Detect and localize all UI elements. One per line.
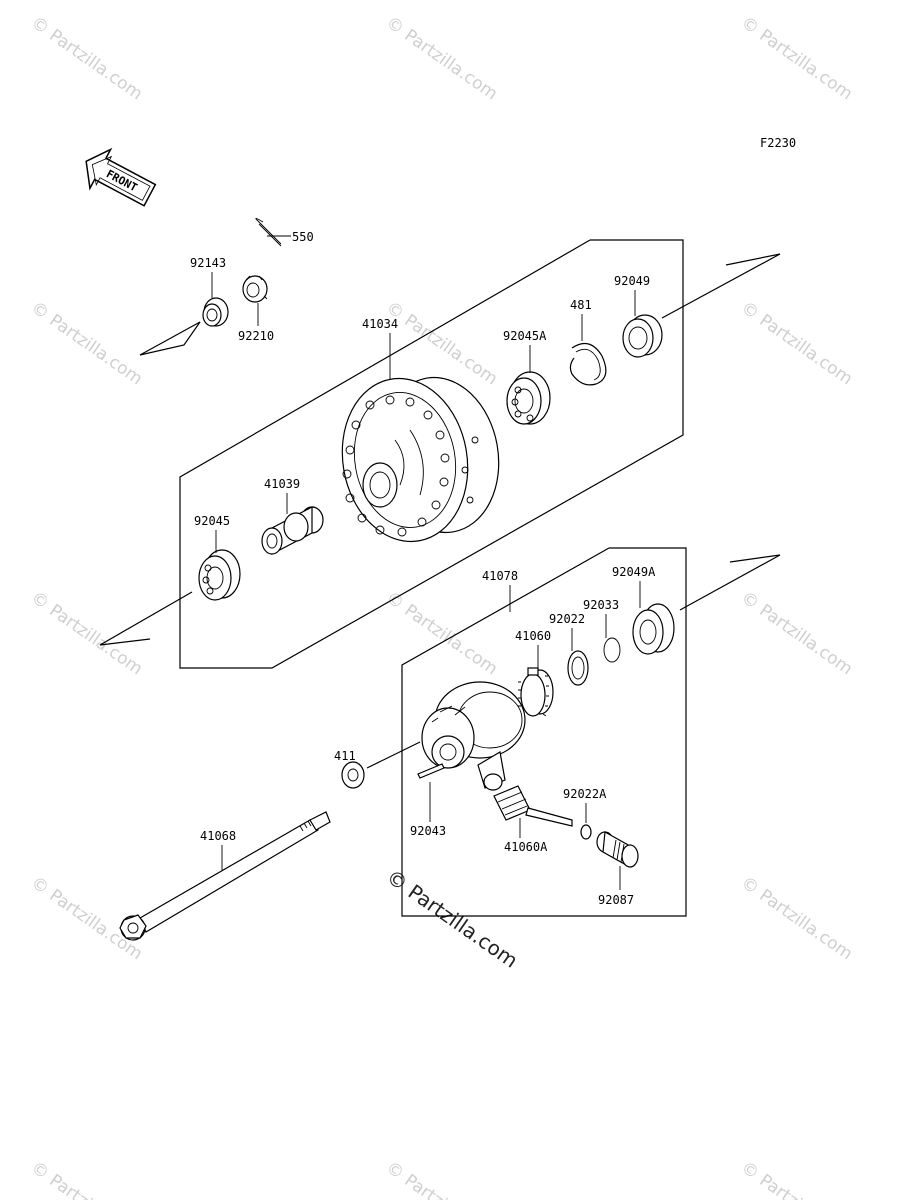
label-41039: 41039 [264, 477, 300, 491]
label-41034: 41034 [362, 317, 398, 331]
label-92043: 92043 [410, 824, 446, 838]
label-92143: 92143 [190, 256, 226, 270]
lower-assembly-outline [401, 547, 687, 917]
bushing-92087 [596, 831, 639, 868]
figure-code: F2230 [760, 136, 796, 150]
watermark: © Partzilla.com [737, 13, 856, 105]
axis-line [729, 554, 781, 563]
watermark: © Partzilla.com [737, 588, 856, 680]
label-41060A: 41060A [504, 840, 548, 854]
washer-92022A [580, 824, 592, 840]
axle-41068 [119, 811, 331, 941]
washer-92022 [567, 650, 589, 686]
watermark: © Partzilla.com [382, 1158, 501, 1200]
label-92087: 92087 [598, 893, 634, 907]
watermark: © Partzilla.com [382, 13, 501, 105]
label-92045: 92045 [194, 514, 230, 528]
axis-line [661, 253, 781, 319]
axis-line [679, 554, 781, 611]
axis-line [139, 321, 201, 356]
label-92210: 92210 [238, 329, 274, 343]
collar-411 [341, 761, 365, 789]
circlip-481 [569, 342, 607, 386]
watermark: © Partzilla.com [27, 13, 146, 105]
label-92033: 92033 [583, 598, 619, 612]
axis-line [725, 253, 781, 266]
spacer-41039 [261, 506, 324, 555]
bearing-92045 [198, 549, 241, 601]
label-41078: 41078 [482, 569, 518, 583]
seal-92049 [622, 314, 663, 358]
axis-line [99, 591, 193, 646]
label-41068: 41068 [200, 829, 236, 843]
drive-gear-41060 [518, 667, 554, 717]
watermark: © Partzilla.com [737, 298, 856, 390]
axis-line [139, 321, 201, 356]
watermark: © Partzilla.com [737, 1158, 856, 1200]
label-92049: 92049 [614, 274, 650, 288]
axis-line [99, 638, 151, 646]
axis-line [366, 741, 421, 769]
label-41060: 41060 [515, 629, 551, 643]
pin-92043 [417, 763, 445, 779]
cotter-pin-550 [255, 217, 291, 247]
watermark: © Partzilla.com [737, 873, 856, 965]
watermark: © Partzilla.com [27, 298, 146, 390]
label-92022A: 92022A [563, 787, 607, 801]
seal-92049A [632, 603, 675, 655]
upper-assembly-outline [179, 239, 684, 669]
label-481: 481 [570, 298, 592, 312]
front-arrow-icon: FRONT [85, 147, 157, 207]
watermark: © Partzilla.com [382, 298, 501, 390]
pinion-41060A [493, 785, 573, 827]
label-92022: 92022 [549, 612, 585, 626]
label-92049A: 92049A [612, 565, 656, 579]
label-550: 550 [292, 230, 314, 244]
collar-92143 [202, 297, 229, 327]
hub-disc-41034 [341, 376, 500, 543]
watermark: © Partzilla.com [382, 588, 501, 680]
snap-ring-92033 [603, 637, 621, 663]
gear-housing-41078 [421, 681, 526, 791]
label-411: 411 [334, 749, 356, 763]
bearing-92045A [506, 371, 551, 425]
watermark-center: © Partzilla.com [382, 864, 522, 972]
nut-92210 [242, 275, 268, 303]
label-92045A: 92045A [503, 329, 547, 343]
watermark: © Partzilla.com [27, 588, 146, 680]
watermark: © Partzilla.com [27, 1158, 146, 1200]
